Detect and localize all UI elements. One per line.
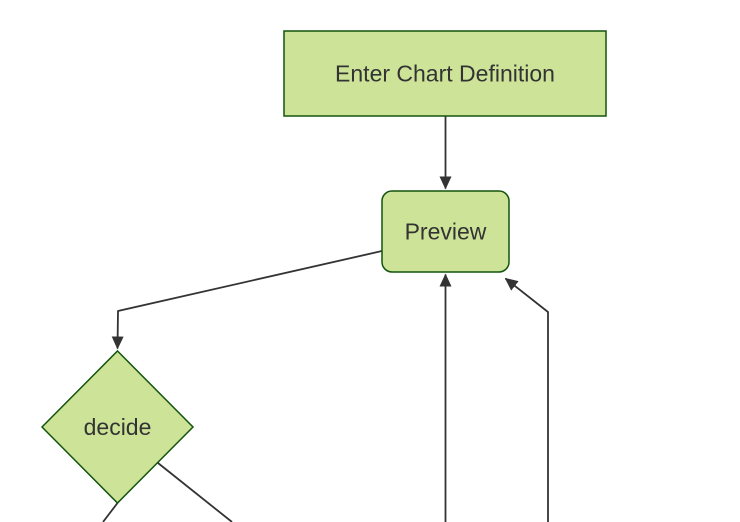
diamond-node-shape [40, 349, 195, 505]
rounded-rectangle-node-shape [381, 190, 510, 273]
node-label-preview: Preview [405, 219, 487, 245]
rectangle-node-shape [283, 30, 607, 117]
edge-decide-to-offscreen-bottom-left [102, 502, 119, 522]
node-label-enter-chart-definition: Enter Chart Definition [335, 61, 555, 87]
edge-decide-to-offscreen-bottom-right [157, 462, 233, 522]
node-label-decide: decide [84, 414, 152, 440]
edge-offscreen-bottom-right-to-preview [504, 277, 549, 522]
node-decide: decide [40, 349, 195, 505]
edge-preview-to-decide [111, 250, 383, 350]
node-enter-chart-definition: Enter Chart Definition [283, 30, 607, 117]
edge-layer [102, 116, 549, 522]
node-preview: Preview [381, 190, 510, 273]
